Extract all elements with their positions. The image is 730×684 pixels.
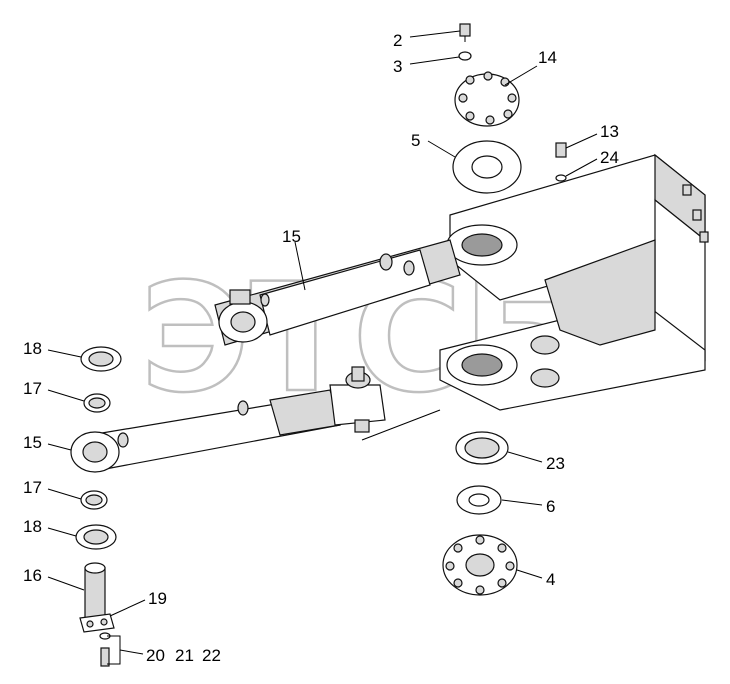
seal-23 bbox=[455, 431, 509, 465]
pin-16 bbox=[84, 562, 106, 619]
label-23: 23 bbox=[546, 454, 565, 473]
label-15-upper: 15 bbox=[282, 227, 301, 246]
washer-24 bbox=[555, 174, 567, 182]
callout-labels: 2 3 14 5 13 24 15 18 17 15 17 18 16 19 2… bbox=[23, 31, 619, 665]
label-20: 20 bbox=[146, 646, 165, 665]
flange-4 bbox=[442, 534, 518, 596]
label-6: 6 bbox=[546, 497, 555, 516]
cylinder-15-lower bbox=[70, 366, 386, 473]
label-22: 22 bbox=[202, 646, 221, 665]
label-3: 3 bbox=[393, 57, 402, 76]
label-19: 19 bbox=[148, 589, 167, 608]
fasteners-20-22 bbox=[99, 632, 111, 667]
bushing-17-lower bbox=[80, 490, 108, 510]
label-15-lower: 15 bbox=[23, 433, 42, 452]
cylinder-15-upper bbox=[214, 239, 461, 346]
bushing-17-upper bbox=[83, 393, 111, 413]
label-24: 24 bbox=[600, 148, 619, 167]
label-4: 4 bbox=[546, 570, 555, 589]
label-21: 21 bbox=[175, 646, 194, 665]
label-18-lower: 18 bbox=[23, 517, 42, 536]
leader-lines bbox=[47, 30, 598, 665]
label-2: 2 bbox=[393, 31, 402, 50]
bolt-2 bbox=[459, 23, 471, 42]
label-18-upper: 18 bbox=[23, 339, 42, 358]
frame-bracket bbox=[439, 153, 709, 411]
washer-3 bbox=[458, 51, 472, 61]
label-5: 5 bbox=[411, 131, 420, 150]
gasket-5 bbox=[452, 140, 522, 194]
bolt-13 bbox=[555, 142, 567, 158]
cover-14 bbox=[454, 71, 520, 127]
label-17-upper: 17 bbox=[23, 379, 42, 398]
plate-19 bbox=[79, 613, 115, 633]
label-13: 13 bbox=[600, 122, 619, 141]
label-16: 16 bbox=[23, 566, 42, 585]
seal-18-upper bbox=[80, 346, 122, 372]
seal-18-lower bbox=[75, 524, 117, 550]
washer-6 bbox=[456, 485, 502, 515]
label-17-lower: 17 bbox=[23, 478, 42, 497]
label-14: 14 bbox=[538, 48, 557, 67]
